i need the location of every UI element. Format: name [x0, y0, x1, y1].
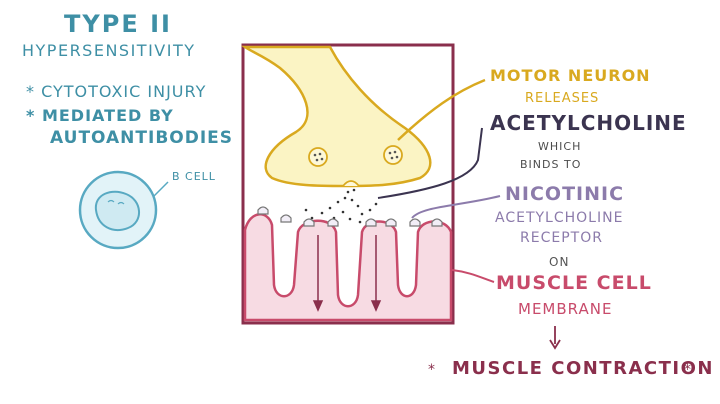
- arrow-down-icon: [370, 300, 382, 312]
- label-which: WHICH: [538, 140, 582, 153]
- label-muscle-cell: MUSCLE CELL: [496, 272, 652, 294]
- label-nicotinic: NICOTINIC: [505, 183, 625, 205]
- receptor-icons: [257, 206, 443, 227]
- vesicle: [308, 147, 328, 167]
- motor-neuron-terminal: [241, 45, 432, 188]
- pointer-membrane: [451, 269, 495, 283]
- vesicle: [383, 145, 403, 165]
- muscle-membrane-folds: [243, 213, 453, 322]
- star-icon: *: [684, 362, 692, 378]
- label-muscle-contraction: MUSCLE CONTRACTION: [452, 358, 714, 379]
- label-on: ON: [549, 255, 570, 269]
- pointer-nicotinic: [411, 195, 501, 219]
- label-binds-to: BINDS TO: [520, 158, 582, 171]
- bullet-cytotoxic: * CYTOTOXIC INJURY: [26, 82, 207, 101]
- bullet-mediated: * MEDIATED BY: [26, 106, 174, 125]
- arrow-down-icon: [549, 339, 561, 350]
- pointer-motor-neuron: [397, 78, 486, 141]
- label-acetylcholine-2: ACETYLCHOLINE: [495, 210, 624, 226]
- label-receptor: RECEPTOR: [520, 230, 603, 246]
- label-acetylcholine: ACETYLCHOLINE: [490, 111, 687, 135]
- arrow-down-icon: [312, 300, 324, 312]
- bullet-autoantibodies: AUTOANTIBODIES: [50, 128, 234, 148]
- label-membrane: MEMBRANE: [518, 300, 613, 318]
- star-icon: *: [428, 362, 436, 378]
- pointer-acetylcholine: [377, 127, 483, 199]
- label-motor-neuron: MOTOR NEURON: [490, 66, 651, 85]
- page-title: TYPE II: [64, 10, 172, 38]
- b-cell-label: B CELL: [172, 170, 216, 183]
- label-releases: RELEASES: [525, 91, 600, 106]
- page-subtitle: HYPERSENSITIVITY: [22, 41, 196, 60]
- b-cell-icon: [78, 170, 169, 250]
